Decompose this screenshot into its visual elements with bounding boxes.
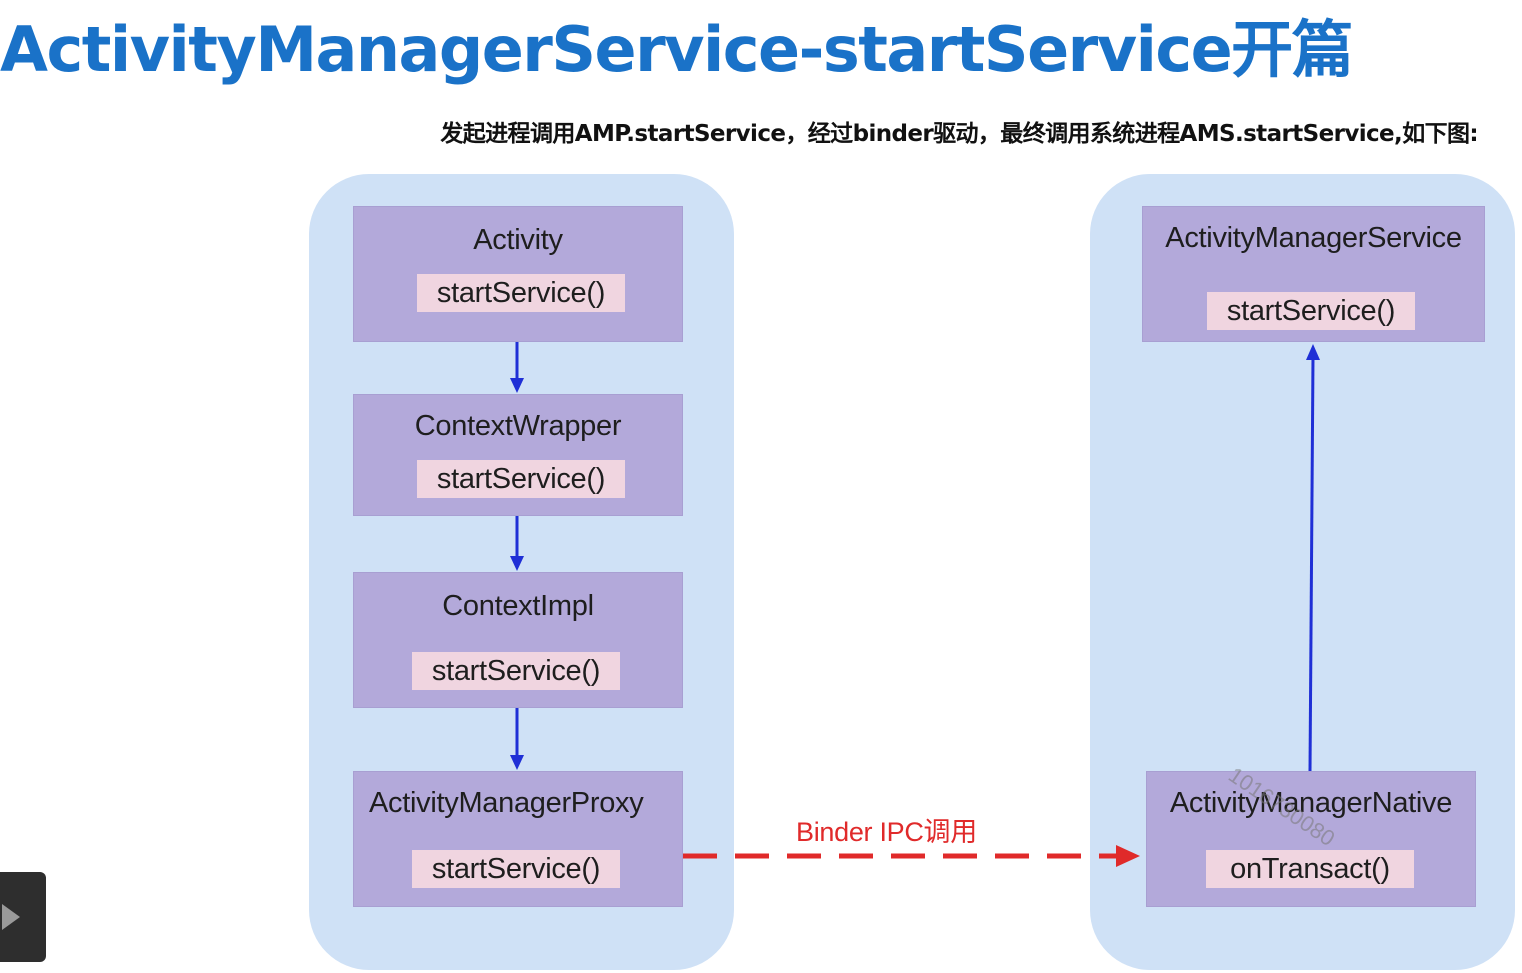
play-icon — [2, 904, 20, 930]
node-context-impl: ContextImpl startService() — [353, 572, 683, 708]
node-activity: Activity startService() — [353, 206, 683, 342]
page-subtitle: 发起进程调用AMP.startService，经过binder驱动，最终调用系统… — [440, 121, 1478, 147]
node-activity-manager-service-name: ActivityManagerService — [1165, 222, 1462, 254]
node-context-impl-name: ContextImpl — [442, 590, 594, 622]
node-activity-manager-proxy: ActivityManagerProxy startService() — [353, 771, 683, 907]
video-play-button[interactable] — [0, 872, 46, 962]
return-arrow-up — [1306, 344, 1320, 772]
node-activity-manager-proxy-method: startService() — [412, 850, 620, 888]
node-context-impl-method: startService() — [412, 652, 620, 690]
page-title: ActivityManagerService-startService开篇 — [0, 13, 1354, 86]
node-activity-name: Activity — [473, 224, 563, 256]
node-context-wrapper: ContextWrapper startService() — [353, 394, 683, 516]
node-context-wrapper-name: ContextWrapper — [414, 410, 622, 442]
node-activity-manager-service-method: startService() — [1207, 292, 1415, 330]
node-activity-manager-native-name: ActivityManagerNative — [1169, 787, 1453, 819]
call-arrow-1 — [510, 342, 524, 393]
call-arrow-2 — [510, 516, 524, 571]
node-activity-manager-service: ActivityManagerService startService() — [1142, 206, 1485, 342]
node-activity-manager-native-method: onTransact() — [1206, 850, 1414, 888]
node-activity-manager-proxy-name: ActivityManagerProxy — [369, 787, 644, 819]
node-activity-method: startService() — [417, 274, 625, 312]
node-activity-manager-native: ActivityManagerNative onTransact() — [1146, 771, 1476, 907]
call-arrow-3 — [510, 708, 524, 770]
node-context-wrapper-method: startService() — [417, 460, 625, 498]
binder-ipc-arrow — [683, 845, 1140, 867]
binder-ipc-label: Binder IPC调用 — [796, 817, 977, 847]
